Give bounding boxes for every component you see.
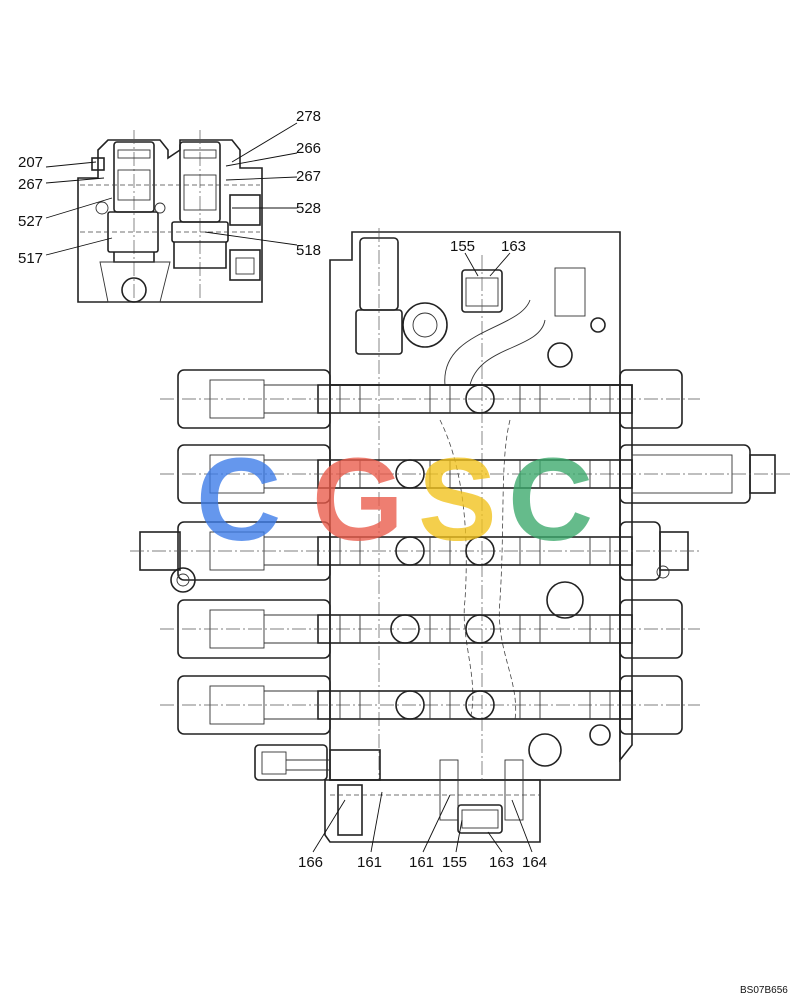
- callout-518: 518: [296, 242, 321, 259]
- callout-166: 166: [298, 854, 323, 871]
- callout-155-bottom: 155: [442, 854, 467, 871]
- watermark-letter-g: G: [312, 434, 404, 566]
- main-valve-body: [130, 228, 790, 843]
- callout-267-right: 267: [296, 168, 321, 185]
- callout-164: 164: [522, 854, 547, 871]
- detail-view: [77, 130, 263, 303]
- watermark-letter-s: S: [418, 434, 497, 566]
- leader-lines: [45, 122, 533, 853]
- callout-163-top: 163: [501, 238, 526, 255]
- watermark: C G S C: [196, 434, 593, 566]
- callout-161-a: 161: [357, 854, 382, 871]
- callout-163-bottom: 163: [489, 854, 514, 871]
- callout-155-top: 155: [450, 238, 475, 255]
- watermark-letter-c2: C: [508, 434, 593, 566]
- callout-278: 278: [296, 108, 321, 125]
- watermark-letter-c1: C: [196, 434, 281, 566]
- detail-callout-labels: 278 266 267 528 518 207 267 527 517: [18, 108, 321, 267]
- callout-267-left: 267: [18, 176, 43, 193]
- spool-rows: [130, 384, 790, 767]
- callout-528: 528: [296, 200, 321, 217]
- callout-527: 527: [18, 213, 43, 230]
- callout-207: 207: [18, 154, 43, 171]
- main-callout-labels: 155 163 166 161 161 155 163 164: [298, 238, 547, 871]
- callout-517: 517: [18, 250, 43, 267]
- drawing-code: BS07B656: [740, 985, 788, 996]
- callout-161-b: 161: [409, 854, 434, 871]
- callout-266: 266: [296, 140, 321, 157]
